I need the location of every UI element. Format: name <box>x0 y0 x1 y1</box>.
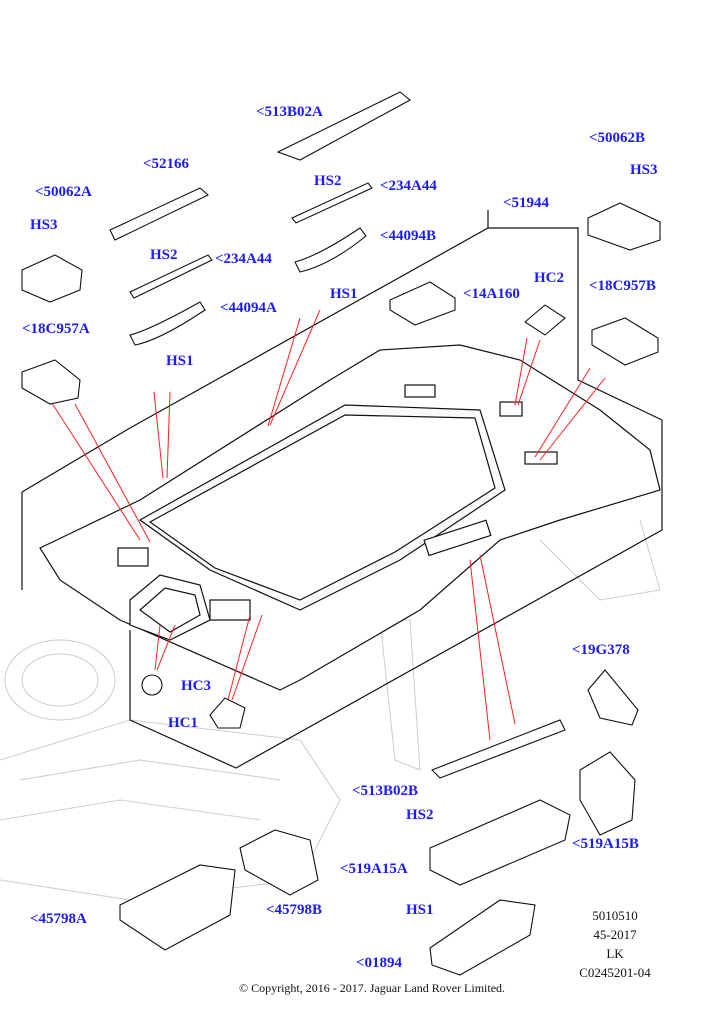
callout-hs3-left[interactable]: HS3 <box>30 217 58 233</box>
part-HC2 <box>524 304 566 336</box>
part-18C957A <box>21 359 81 405</box>
code-line: C0245201-04 <box>579 965 651 980</box>
callout-50062a[interactable]: <50062A <box>35 184 92 200</box>
callout-44094b[interactable]: <44094B <box>380 228 437 244</box>
part-50062A <box>21 254 83 303</box>
part-44094A <box>129 301 206 346</box>
part-45798A <box>119 864 236 951</box>
code-line: 45-2017 <box>593 927 637 942</box>
callout-hs2-left[interactable]: HS2 <box>150 247 178 263</box>
callout-513b02b[interactable]: <513B02B <box>352 783 419 799</box>
callout-14a160[interactable]: <14A160 <box>463 286 520 302</box>
callout-hs2-bottom[interactable]: HS2 <box>406 807 434 823</box>
part-519A15B <box>579 751 636 836</box>
callout-45798a[interactable]: <45798A <box>30 911 87 927</box>
callout-hc1[interactable]: HC1 <box>168 715 198 731</box>
callout-hs1-left[interactable]: HS1 <box>166 353 194 369</box>
part-50062B <box>587 202 661 251</box>
callout-hs2-mid[interactable]: HS2 <box>314 173 342 189</box>
part-18C957B <box>591 317 659 366</box>
callout-519a15a[interactable]: <519A15A <box>340 861 408 877</box>
part-HC1 <box>209 697 246 729</box>
part-19G378 <box>587 669 639 726</box>
parts <box>21 91 661 976</box>
callout-44094a[interactable]: <44094A <box>220 300 277 316</box>
headliner <box>39 344 661 691</box>
callout-18c957a[interactable]: <18C957A <box>22 321 90 337</box>
callout-52166[interactable]: <52166 <box>143 156 190 172</box>
code-line: 5010510 <box>592 908 638 923</box>
callout-45798b[interactable]: <45798B <box>266 902 323 918</box>
part-01894 <box>429 899 536 976</box>
part-513B02A <box>276 91 411 161</box>
part-234A44-mid <box>291 182 373 224</box>
part-234A44-left <box>129 254 213 299</box>
callout-50062b[interactable]: <50062B <box>589 130 646 146</box>
callout-513b02a[interactable]: <513B02A <box>256 104 323 120</box>
part-52166 <box>109 187 209 241</box>
part-513B02B <box>431 719 566 779</box>
part-14A160 <box>389 281 456 326</box>
copyright-notice: © Copyright, 2016 - 2017. Jaguar Land Ro… <box>238 981 506 995</box>
drawing-reference-code: 5010510 45-2017 LK C0245201-04 <box>560 906 670 982</box>
callout-19g378[interactable]: <19G378 <box>572 642 630 658</box>
callout-hs3-right[interactable]: HS3 <box>630 162 658 178</box>
part-HC3 <box>141 674 163 696</box>
callout-hc2[interactable]: HC2 <box>534 270 564 286</box>
leader-lines <box>49 309 606 741</box>
callout-18c957b[interactable]: <18C957B <box>589 278 656 294</box>
callout-51944[interactable]: <51944 <box>503 195 550 211</box>
callout-hs1-bottom[interactable]: HS1 <box>406 902 434 918</box>
callout-234a44-mid[interactable]: <234A44 <box>380 178 437 194</box>
callout-519a15b[interactable]: <519A15B <box>572 836 639 852</box>
part-519A15A <box>429 799 571 886</box>
part-44094B <box>294 227 367 273</box>
code-line: LK <box>606 946 624 961</box>
callout-hc3[interactable]: HC3 <box>181 678 211 694</box>
callout-hs1-mid[interactable]: HS1 <box>330 286 358 302</box>
callout-01894[interactable]: <01894 <box>356 955 403 971</box>
callout-234a44-left[interactable]: <234A44 <box>215 251 272 267</box>
headliner-group-frame <box>21 210 663 769</box>
part-45798B <box>239 829 319 896</box>
